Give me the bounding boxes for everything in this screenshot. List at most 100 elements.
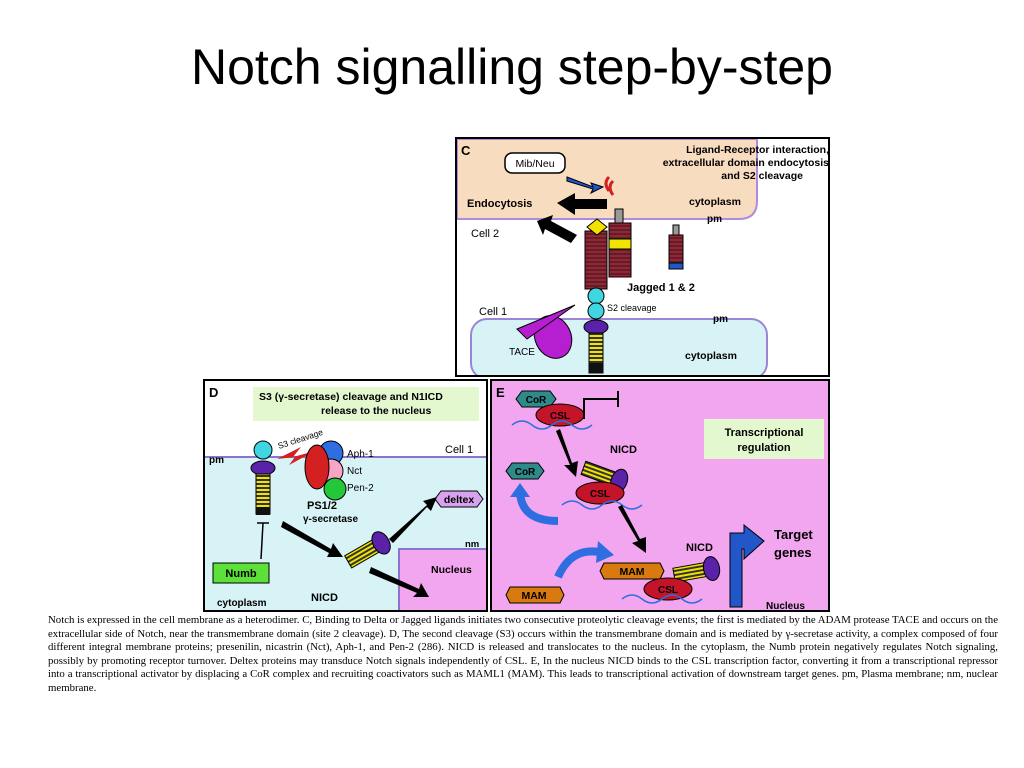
panel-d: D S3 (γ-secretase) cleavage and N1ICD re…	[203, 379, 488, 612]
pm-label: pm	[209, 455, 224, 466]
arrow-down-2	[618, 505, 646, 553]
ps12-label: PS1/2	[307, 500, 337, 512]
figure-caption: Notch is expressed in the cell membrane …	[48, 614, 998, 694]
notch-purple	[583, 319, 609, 335]
gamma-secretase-label: γ-secretase	[303, 514, 358, 525]
mam-mid-label: MAM	[619, 566, 644, 578]
csl-bottom-shape	[643, 577, 693, 601]
s2-cleavage-label: S2 cleavage	[607, 303, 657, 313]
panel-d-heading-2: release to the nucleus	[321, 405, 431, 417]
curved-arrow-left	[516, 492, 559, 525]
dna-top	[511, 420, 593, 430]
transcriptional-box	[704, 419, 824, 459]
panel-d-diagram: D S3 (γ-secretase) cleavage and N1ICD re…	[205, 385, 486, 610]
tace-label: TACE	[509, 347, 535, 358]
notch-tm-end	[256, 507, 270, 515]
notch-cyan	[253, 440, 273, 460]
free-ligand-body	[668, 234, 684, 264]
panel-c-heading-1: Ligand-Receptor interaction,	[686, 144, 829, 156]
nucleus-label: Nucleus	[431, 564, 472, 576]
ps12-blob	[304, 444, 330, 490]
csl-mid-shape	[575, 481, 625, 505]
mib-neu-label: Mib/Neu	[515, 158, 554, 170]
notch-cyan-2	[587, 302, 605, 320]
panel-c-heading-2: extracellular domain endocytosis	[663, 157, 829, 169]
target-genes-label-2: genes	[774, 545, 812, 560]
panel-c-letter: C	[461, 143, 471, 158]
notch-extracellular	[584, 230, 608, 290]
panel-c-diagram: C Ligand-Receptor interaction, extracell…	[457, 139, 829, 375]
free-ligand-stem	[672, 224, 680, 236]
tace-blade	[516, 304, 576, 340]
arrow-to-nicd	[281, 521, 343, 557]
numb-box	[212, 562, 270, 584]
endocytosis-label: Endocytosis	[467, 198, 532, 210]
cytoplasm-bottom-label: cytoplasm	[685, 350, 737, 362]
arrow-down-1	[556, 429, 578, 477]
nct-label: Nct	[347, 466, 362, 477]
panel-c: C Ligand-Receptor interaction, extracell…	[455, 137, 830, 377]
curved-arrow-right-head	[596, 541, 614, 563]
jagged-label: Jagged 1 & 2	[627, 282, 695, 294]
panel-d-letter: D	[209, 385, 218, 400]
curved-arrow-left-head	[510, 483, 530, 497]
panel-c-heading-3: and S2 cleavage	[721, 170, 803, 182]
panel-e-diagram: E CoR CSL Transcriptional regulation NIC…	[496, 385, 824, 612]
numb-inhibit-line	[260, 522, 264, 560]
notch-yellow-diamonds	[586, 218, 608, 236]
free-ligand-blue	[668, 262, 684, 270]
s3-lightning	[277, 447, 315, 465]
dna-mid	[561, 500, 643, 510]
cytoplasm-label: cytoplasm	[217, 598, 267, 609]
cytoplasm-top-label: cytoplasm	[689, 196, 741, 208]
nucleus-area	[398, 548, 486, 610]
nicd-fragment	[343, 531, 391, 569]
target-genes-label-1: Target	[774, 527, 813, 542]
pm-top-label: pm	[707, 214, 722, 225]
blue-arrow	[566, 176, 605, 195]
transcriptional-label-2: regulation	[737, 442, 790, 454]
ubiquitin-mark	[604, 175, 615, 196]
mib-neu-box	[504, 152, 566, 174]
panel-d-heading-1: S3 (γ-secretase) cleavage and N1ICD	[259, 391, 443, 403]
nicd-label: NICD	[311, 592, 338, 604]
endocytosis-arrow	[557, 193, 607, 215]
nicd-bottom-fragment	[672, 556, 721, 583]
jagged-yellow	[608, 238, 632, 250]
notch-purple	[250, 460, 276, 476]
nm-label: nm	[465, 539, 479, 550]
cell2-label: Cell 2	[471, 228, 499, 240]
csl-bottom-label: CSL	[658, 585, 678, 596]
panel-e-letter: E	[496, 385, 505, 400]
panel-e: E CoR CSL Transcriptional regulation NIC…	[490, 379, 830, 612]
cor-mid-shape	[505, 462, 545, 480]
pm-bottom-label: pm	[713, 314, 728, 325]
aph1-label: Aph-1	[347, 449, 374, 460]
diagonal-arrow	[537, 215, 577, 243]
nucleus-label: Nucleus	[766, 601, 805, 612]
repress-symbol	[583, 391, 619, 419]
mam-bottom-label: MAM	[521, 590, 546, 602]
numb-label: Numb	[225, 568, 256, 580]
cor-top-label: CoR	[526, 395, 547, 406]
notch-icd-end	[589, 363, 603, 373]
deltex-label: deltex	[444, 494, 475, 506]
panel-d-heading-box	[253, 387, 479, 421]
transcriptional-label-1: Transcriptional	[725, 427, 804, 439]
jagged-stem	[614, 208, 624, 224]
jagged-body	[608, 222, 632, 278]
pen2-label: Pen-2	[347, 483, 374, 494]
csl-top-label: CSL	[550, 411, 570, 422]
pen2-blob	[323, 477, 347, 501]
dna-bottom	[621, 594, 703, 604]
nicd-bottom-label: NICD	[686, 542, 713, 554]
slide-title: Notch signalling step-by-step	[191, 39, 833, 95]
arrow-to-nucleus	[369, 567, 429, 597]
mam-bottom-shape	[505, 586, 565, 604]
csl-mid-label: CSL	[590, 489, 610, 500]
arrow-to-deltex	[389, 497, 437, 543]
notch-cyan-1	[587, 287, 605, 305]
cell1-label: Cell 1	[479, 306, 507, 318]
target-genes-arrow	[729, 523, 765, 608]
nicd-top-label: NICD	[610, 444, 637, 456]
